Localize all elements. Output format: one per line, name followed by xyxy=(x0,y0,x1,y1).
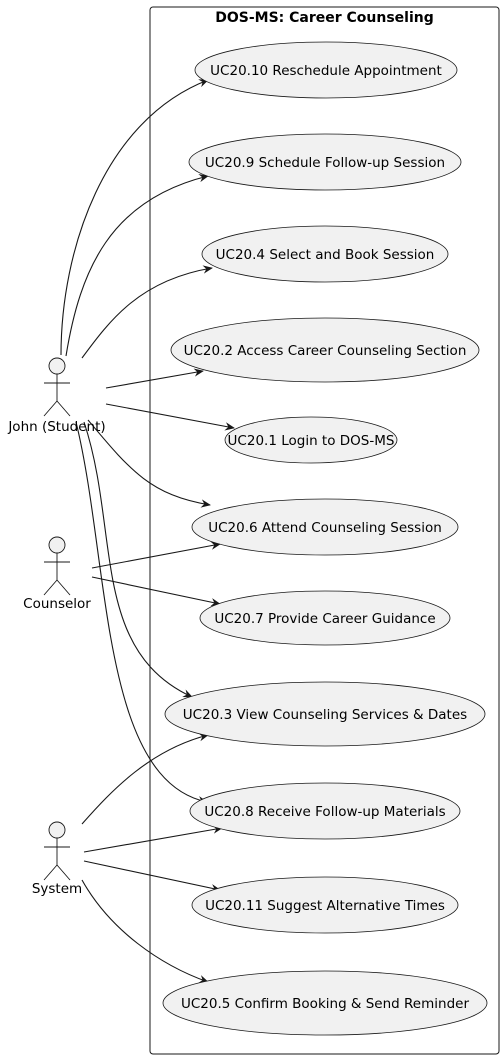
actor-left-leg xyxy=(43,864,58,881)
actor-right-leg xyxy=(56,864,71,881)
association-system-uc20_3 xyxy=(81,733,209,825)
actor-right-leg xyxy=(56,400,71,417)
association-system-uc20_8 xyxy=(83,825,223,853)
use-case-label: UC20.9 Schedule Follow-up Session xyxy=(205,155,445,171)
use-case-label: UC20.3 View Counseling Services & Dates xyxy=(183,707,467,723)
association-student-uc20_1 xyxy=(105,403,235,431)
use-case-uc20-11: UC20.11 Suggest Alternative Times xyxy=(191,876,459,934)
use-case-uc20-9: UC20.9 Schedule Follow-up Session xyxy=(188,133,462,191)
system-boundary-frame xyxy=(149,6,500,1055)
use-case-uc20-4: UC20.4 Select and Book Session xyxy=(201,225,449,283)
use-case-uc20-2: UC20.2 Access Career Counseling Section xyxy=(170,317,480,383)
association-student-uc20_6 xyxy=(87,419,211,508)
use-case-ellipse xyxy=(189,782,461,840)
use-case-ellipse xyxy=(162,970,488,1036)
actor-label: Counselor xyxy=(23,596,91,612)
use-case-label: UC20.8 Receive Follow-up Materials xyxy=(204,804,445,820)
actor-student: John (Student) xyxy=(7,357,106,435)
use-case-ellipse xyxy=(199,590,451,646)
use-case-ellipse xyxy=(194,41,458,99)
use-case-ellipse xyxy=(170,317,480,383)
use-case-label: UC20.2 Access Career Counseling Section xyxy=(184,343,467,359)
use-case-uc20-10: UC20.10 Reschedule Appointment xyxy=(194,41,458,99)
use-case-ellipse xyxy=(188,133,462,191)
system-boundary: DOS-MS: Career Counseling xyxy=(149,6,500,1055)
use-case-ellipse xyxy=(164,681,486,747)
use-case-uc20-1: UC20.1 Login to DOS-MS xyxy=(224,416,398,464)
actor-left-leg xyxy=(43,579,58,596)
use-case-uc20-7: UC20.7 Provide Career Guidance xyxy=(199,590,451,646)
actor-head xyxy=(48,821,66,839)
use-case-label: UC20.6 Attend Counseling Session xyxy=(208,520,442,536)
use-case-ellipse xyxy=(224,416,398,464)
association-student-uc20_3 xyxy=(83,421,193,698)
association-student-uc20_8 xyxy=(75,421,208,805)
association-counselor-uc20_7 xyxy=(91,576,221,607)
use-case-label: UC20.1 Login to DOS-MS xyxy=(228,433,395,449)
use-case-uc20-3: UC20.3 View Counseling Services & Dates xyxy=(164,681,486,747)
use-case-label: UC20.10 Reschedule Appointment xyxy=(210,63,442,79)
use-case-label: UC20.11 Suggest Alternative Times xyxy=(205,898,445,914)
use-case-ellipse xyxy=(191,876,459,934)
actor-label: System xyxy=(32,881,82,897)
association-counselor-uc20_6 xyxy=(91,541,221,569)
system-boundary-title: DOS-MS: Career Counseling xyxy=(215,10,434,26)
actor-counselor: Counselor xyxy=(23,536,91,612)
actor-system: System xyxy=(32,821,82,897)
association-student-uc20_2 xyxy=(105,368,204,389)
use-case-uc20-5: UC20.5 Confirm Booking & Send Reminder xyxy=(162,970,488,1036)
use-case-label: UC20.5 Confirm Booking & Send Reminder xyxy=(181,996,469,1012)
actor-right-leg xyxy=(56,579,71,596)
use-case-label: UC20.7 Provide Career Guidance xyxy=(214,611,435,627)
association-system-uc20_5 xyxy=(81,879,209,983)
actor-head xyxy=(48,357,66,375)
use-case-uc20-6: UC20.6 Attend Counseling Session xyxy=(191,498,459,556)
association-student-uc20_4 xyxy=(81,265,213,359)
use-case-ellipse xyxy=(191,498,459,556)
use-case-uc20-8: UC20.8 Receive Follow-up Materials xyxy=(189,782,461,840)
associations-layer xyxy=(60,79,235,983)
actor-left-leg xyxy=(43,400,58,417)
association-student-uc20_9 xyxy=(65,174,209,357)
association-system-uc20_11 xyxy=(83,860,221,893)
association-student-uc20_10 xyxy=(60,79,209,356)
actor-label: John (Student) xyxy=(7,419,105,435)
use-case-label: UC20.4 Select and Book Session xyxy=(216,247,435,263)
actor-head xyxy=(48,536,66,554)
use-case-ellipse xyxy=(201,225,449,283)
